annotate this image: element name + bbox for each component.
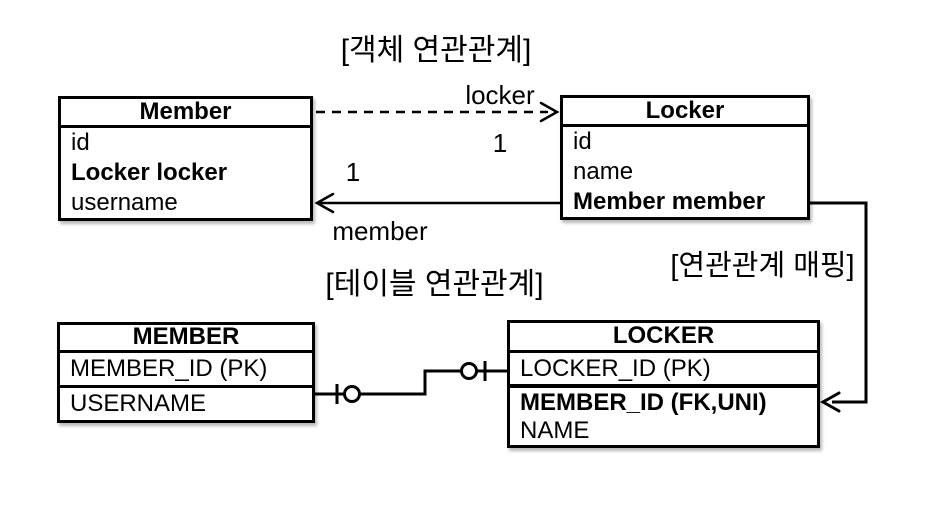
locker-cardinality-label: 1 (492, 128, 508, 158)
locker-attr-id: id (573, 128, 592, 155)
locker-col-name: NAME (520, 417, 590, 444)
member-table-box: MEMBER MEMBER_ID (PK) USERNAME (57, 322, 315, 423)
object-relation-title: [객체 연관관계] (340, 34, 532, 67)
object-association-solid-arrow (314, 192, 560, 214)
member-role-label: member (332, 216, 428, 246)
locker-role-label: locker (465, 80, 535, 110)
erd-zero-ring-locker-side (460, 362, 478, 380)
member-table-title: MEMBER (60, 325, 312, 353)
member-class-title: Member (61, 99, 310, 128)
member-col-username: USERNAME (60, 385, 312, 420)
locker-attr-name: name (573, 158, 634, 185)
mapping-title: [연관관계 매핑] (670, 250, 855, 282)
locker-col-member-id: MEMBER_ID (FK,UNI) (510, 384, 817, 417)
locker-class-title: Locker (563, 98, 807, 127)
locker-table-box: LOCKER LOCKER_ID (PK) MEMBER_ID (FK,UNI)… (507, 320, 820, 448)
locker-attr-member: Member member (573, 188, 766, 215)
member-cardinality-label: 1 (345, 157, 361, 187)
locker-table-title: LOCKER (510, 323, 817, 353)
locker-col-locker-id: LOCKER_ID (PK) (520, 355, 711, 382)
locker-class-box: Locker id name Member member (560, 95, 810, 220)
member-attr-id: id (71, 129, 90, 156)
member-attr-username: username (71, 189, 178, 216)
table-relation-title: [테이블 연관관계] (325, 268, 544, 301)
erd-zero-ring-member-side (343, 385, 361, 403)
member-attr-locker: Locker locker (71, 159, 228, 186)
erd-connector (315, 361, 507, 404)
member-class-box: Member id Locker locker username (58, 96, 313, 221)
member-col-member-id: MEMBER_ID (PK) (70, 355, 268, 382)
